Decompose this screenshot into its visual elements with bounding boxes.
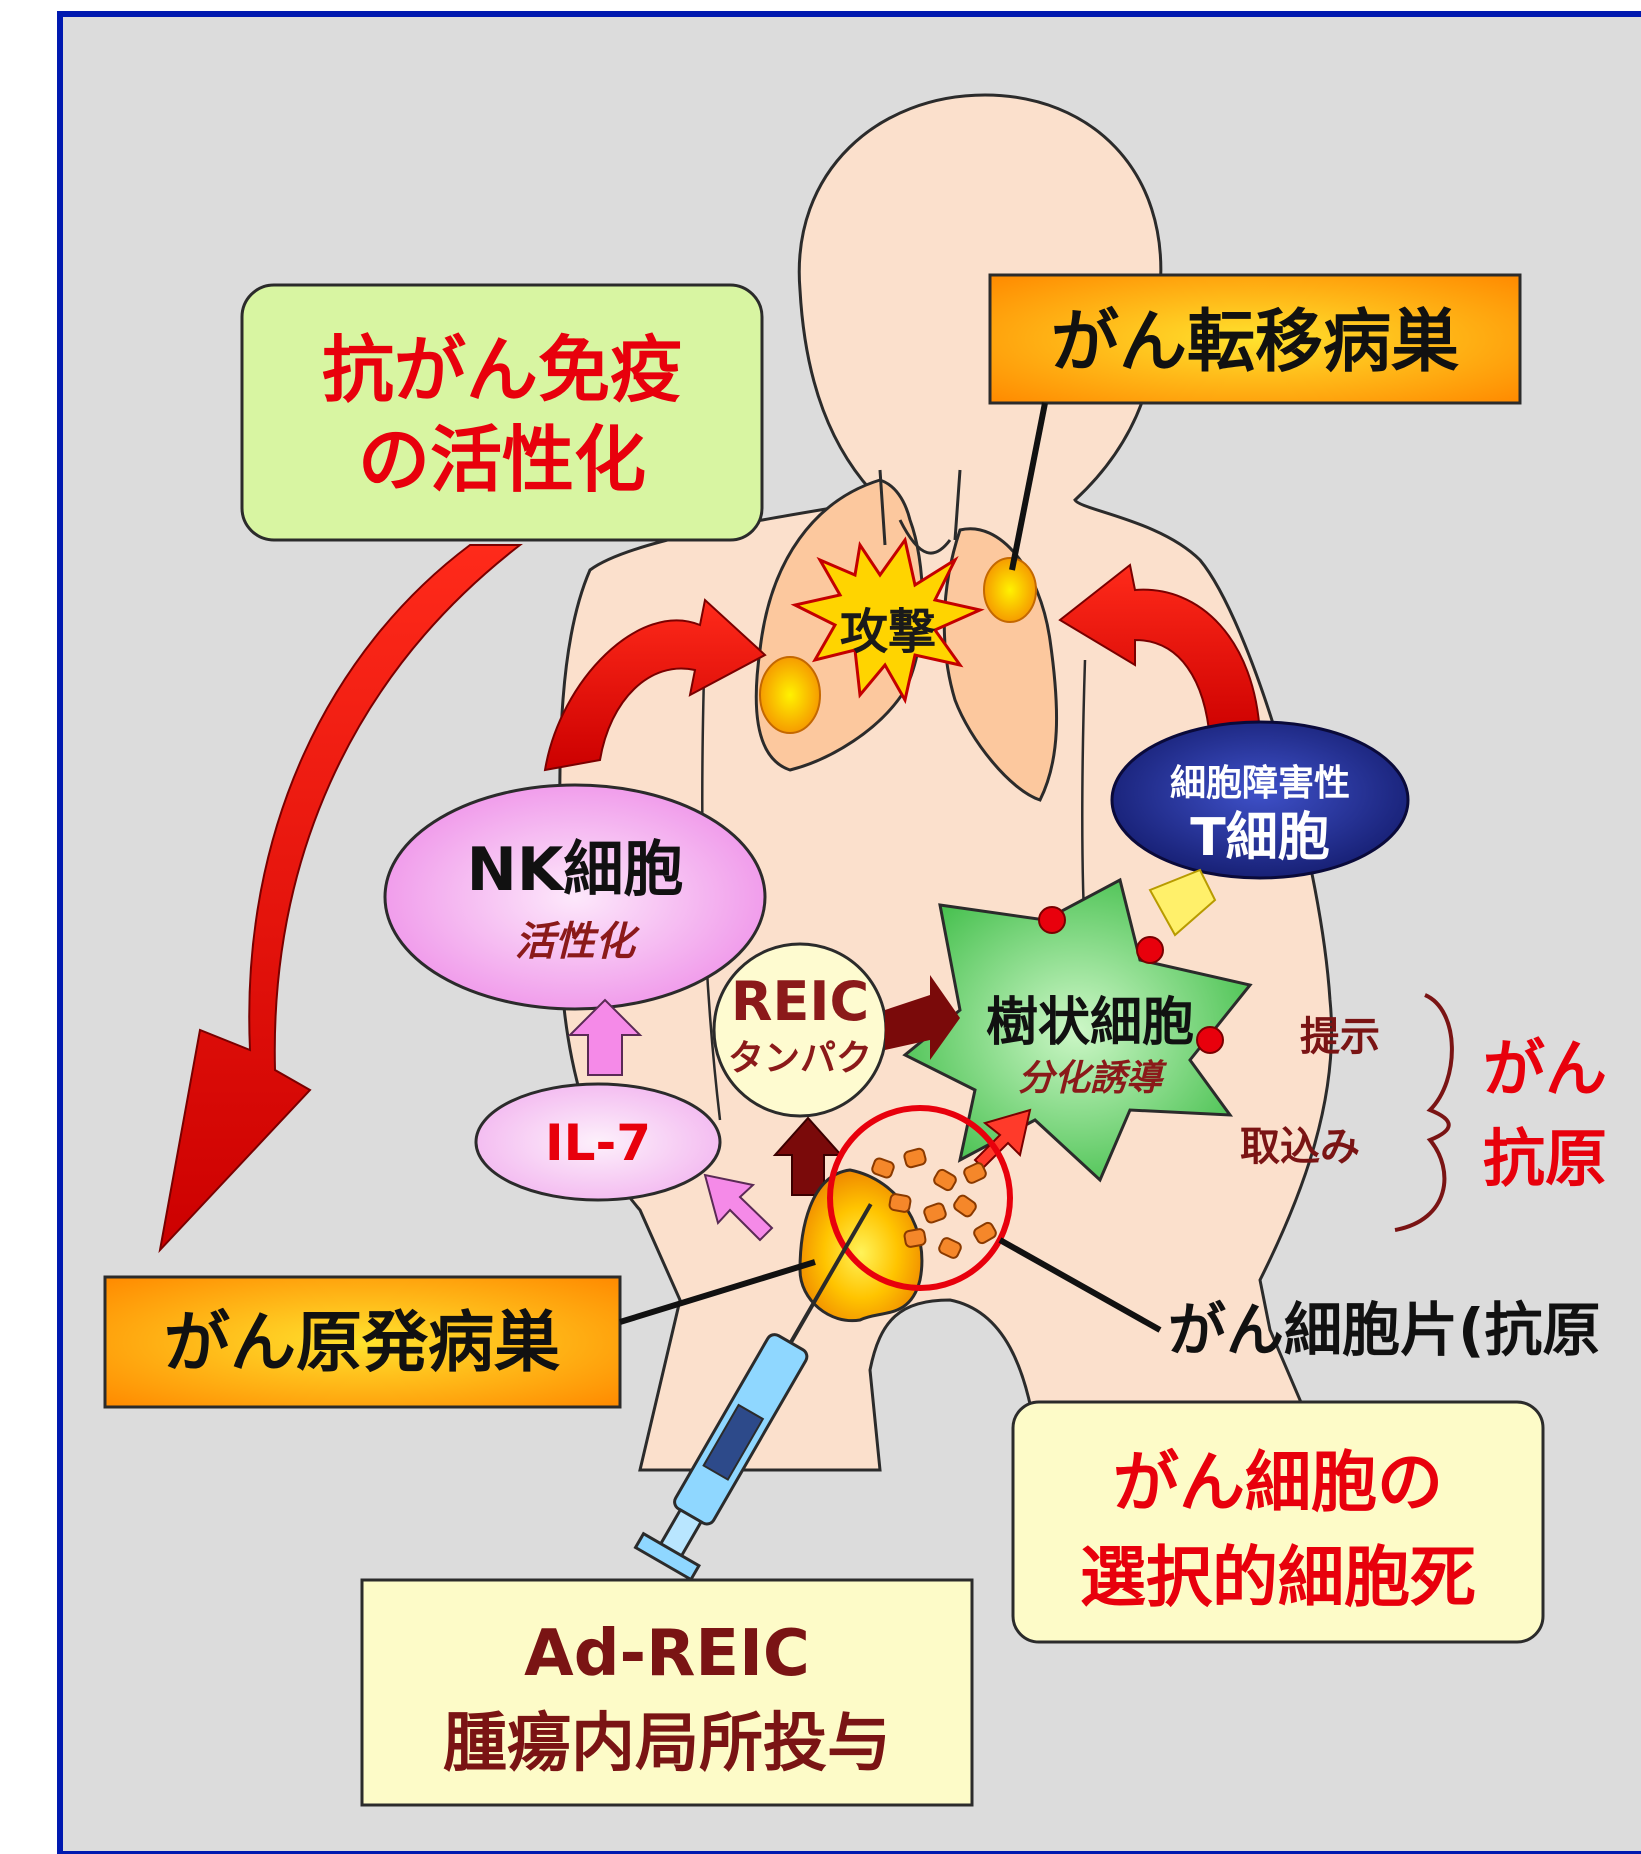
reic-line2: タンパク <box>728 1038 872 1079</box>
activation-line1: 抗がん免疫 <box>322 328 682 412</box>
metastasis-label: がん転移病巣 <box>1051 303 1459 382</box>
antigen-line1: がん <box>1483 1032 1607 1105</box>
il7-label: IL-7 <box>545 1114 651 1172</box>
dendritic-title: 樹状細胞 <box>986 993 1194 1053</box>
nk-title: NK細胞 <box>467 835 684 905</box>
attack-label: 攻撃 <box>840 604 936 660</box>
apoptosis-line2: 選択的細胞死 <box>1080 1539 1476 1616</box>
apoptosis-line1: がん細胞の <box>1113 1444 1443 1521</box>
fragment-label: がん細胞片(抗原 <box>1168 1296 1601 1364</box>
nk-sub: 活性化 <box>515 919 640 965</box>
primary-label: がん原発病巣 <box>164 1304 560 1381</box>
uptake-label: 取込み <box>1240 1124 1360 1170</box>
reic-line1: REIC <box>731 970 869 1033</box>
metastasis-spot-left <box>760 657 820 733</box>
antigen-dot-3 <box>1197 1027 1223 1053</box>
admin-line1: Ad-REIC <box>524 1617 810 1691</box>
activation-line2: の活性化 <box>358 418 646 502</box>
admin-line2: 腫瘍内局所投与 <box>443 1707 891 1781</box>
dendritic-sub: 分化誘導 <box>1018 1058 1168 1099</box>
antigen-dot-1 <box>1039 907 1065 933</box>
antigen-dot-2 <box>1137 937 1163 963</box>
tcell-line1: 細胞障害性 <box>1170 763 1350 804</box>
antigen-line2: 抗原 <box>1483 1122 1607 1195</box>
presentation-label: 提示 <box>1300 1014 1380 1060</box>
tcell-line2: T細胞 <box>1190 808 1329 868</box>
